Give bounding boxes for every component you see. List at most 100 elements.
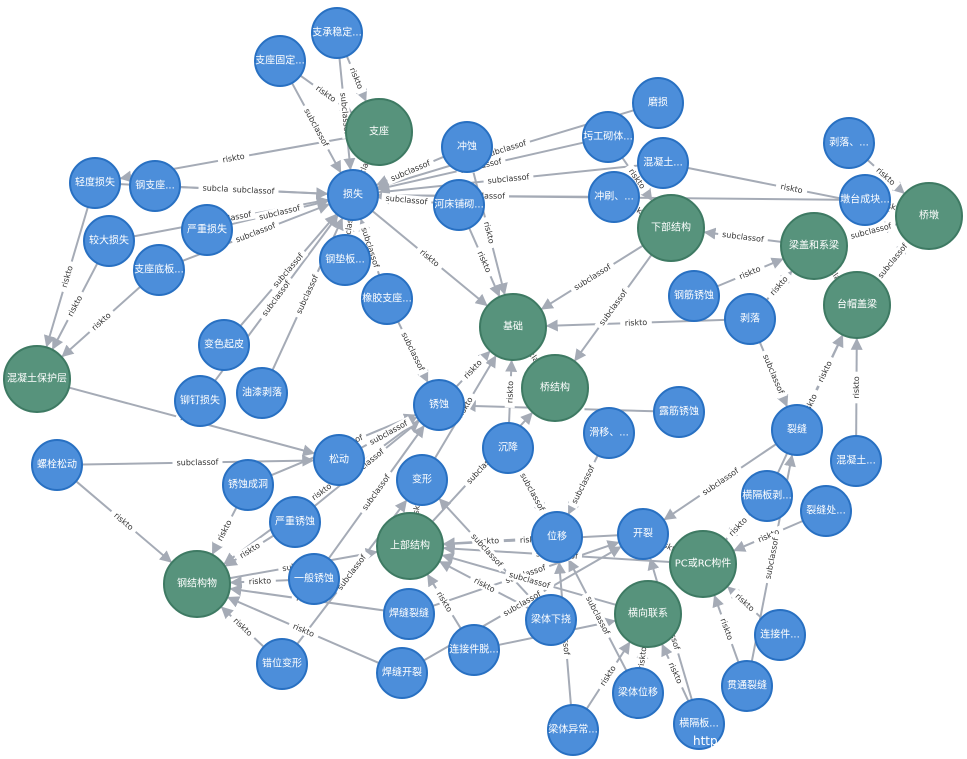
graph-node-n29[interactable]: 铆钉损失	[174, 375, 226, 427]
graph-node-n57[interactable]: 焊缝开裂	[376, 647, 428, 699]
entity-node-circle[interactable]	[780, 212, 848, 280]
graph-node-n59[interactable]: 梁体位移	[612, 667, 664, 719]
graph-node-n36[interactable]: 裂缝	[771, 404, 823, 456]
risk-node-circle[interactable]	[668, 270, 720, 322]
graph-node-n34[interactable]: 滑移、...	[583, 407, 635, 459]
graph-node-n12[interactable]: 河床铺砌...	[433, 179, 485, 231]
risk-node-circle[interactable]	[181, 204, 233, 256]
graph-node-n32[interactable]: 桥结构	[521, 354, 589, 422]
graph-node-n9[interactable]: 轻度损失	[69, 157, 121, 209]
graph-node-n46[interactable]: 开裂	[617, 508, 669, 560]
risk-node-circle[interactable]	[269, 496, 321, 548]
graph-node-n11[interactable]: 损失	[327, 169, 379, 221]
entity-node-circle[interactable]	[3, 345, 71, 413]
graph-node-n60[interactable]: 梁体异常...	[547, 704, 599, 756]
risk-node-circle[interactable]	[69, 157, 121, 209]
graph-node-n30[interactable]: 油漆剥落	[236, 367, 288, 419]
risk-node-circle[interactable]	[319, 234, 371, 286]
graph-node-n50[interactable]: 一般锈蚀	[288, 553, 340, 605]
risk-node-circle[interactable]	[376, 647, 428, 699]
graph-node-n40[interactable]: 锈蚀成洞	[222, 459, 274, 511]
graph-node-n52[interactable]: 梁体下挠	[525, 594, 577, 646]
graph-node-n24[interactable]: 台帽盖梁	[823, 271, 891, 339]
risk-node-circle[interactable]	[721, 660, 773, 712]
risk-node-circle[interactable]	[617, 508, 669, 560]
graph-node-n61[interactable]: 横隔板...	[673, 698, 725, 750]
graph-node-n37[interactable]: 混凝土...	[830, 435, 882, 487]
risk-node-circle[interactable]	[724, 293, 776, 345]
entity-node-circle[interactable]	[637, 194, 705, 262]
graph-node-n47[interactable]: 上部结构	[376, 512, 444, 580]
risk-node-circle[interactable]	[198, 319, 250, 371]
graph-node-n38[interactable]: 螺栓松动	[31, 439, 83, 491]
risk-node-circle[interactable]	[839, 174, 891, 226]
risk-node-circle[interactable]	[632, 77, 684, 129]
risk-node-circle[interactable]	[525, 594, 577, 646]
risk-node-circle[interactable]	[830, 435, 882, 487]
risk-node-circle[interactable]	[313, 434, 365, 486]
risk-node-circle[interactable]	[448, 624, 500, 676]
graph-node-n51[interactable]: 焊缝裂缝	[383, 588, 435, 640]
graph-node-n44[interactable]: 严重锈蚀	[269, 496, 321, 548]
risk-node-circle[interactable]	[396, 454, 448, 506]
risk-node-circle[interactable]	[288, 553, 340, 605]
entity-node-circle[interactable]	[823, 271, 891, 339]
risk-node-circle[interactable]	[413, 379, 465, 431]
entity-node-circle[interactable]	[376, 512, 444, 580]
entity-node-circle[interactable]	[163, 550, 231, 618]
graph-node-n45[interactable]: 位移	[531, 511, 583, 563]
graph-node-n33[interactable]: 露筋锈蚀	[653, 386, 705, 438]
entity-node-circle[interactable]	[345, 98, 413, 166]
risk-node-circle[interactable]	[588, 171, 640, 223]
risk-node-circle[interactable]	[361, 273, 413, 325]
graph-node-n10[interactable]: 钢支座...	[129, 160, 181, 212]
risk-node-circle[interactable]	[582, 111, 634, 163]
risk-node-circle[interactable]	[823, 117, 875, 169]
risk-node-circle[interactable]	[741, 470, 793, 522]
graph-node-n6[interactable]: 圬工砌体...	[582, 111, 634, 163]
graph-node-n28[interactable]: 混凝土保护层	[3, 345, 71, 413]
graph-node-n17[interactable]: 严重损失	[181, 204, 233, 256]
entity-node-circle[interactable]	[614, 580, 682, 648]
graph-node-n26[interactable]: 剥落	[724, 293, 776, 345]
graph-node-n54[interactable]: 连接件...	[754, 609, 806, 661]
risk-node-circle[interactable]	[256, 638, 308, 690]
risk-node-circle[interactable]	[129, 160, 181, 212]
risk-node-circle[interactable]	[547, 704, 599, 756]
graph-node-n58[interactable]: 贯通裂缝	[721, 660, 773, 712]
graph-node-n13[interactable]: 冲刷、...	[588, 171, 640, 223]
graph-node-n15[interactable]: 桥墩	[895, 182, 963, 250]
risk-node-circle[interactable]	[311, 7, 363, 59]
graph-node-n31[interactable]: 锈蚀	[413, 379, 465, 431]
risk-node-circle[interactable]	[800, 485, 852, 537]
risk-node-circle[interactable]	[83, 215, 135, 267]
entity-node-circle[interactable]	[521, 354, 589, 422]
graph-node-n53[interactable]: 横向联系	[614, 580, 682, 648]
graph-node-n22[interactable]: 橡胶支座...	[361, 273, 413, 325]
graph-node-n55[interactable]: 连接件脱...	[448, 624, 500, 676]
graph-node-n19[interactable]: 钢垫板...	[319, 234, 371, 286]
graph-node-n4[interactable]: 冲蚀	[441, 121, 493, 173]
risk-node-circle[interactable]	[222, 459, 274, 511]
graph-node-n14[interactable]: 墩台成块...	[839, 174, 891, 226]
entity-node-circle[interactable]	[479, 293, 547, 361]
entity-node-circle[interactable]	[895, 182, 963, 250]
graph-node-n25[interactable]: 基础	[479, 293, 547, 361]
entity-node-circle[interactable]	[669, 530, 737, 598]
graph-node-n18[interactable]: 支座底板...	[133, 244, 185, 296]
risk-node-circle[interactable]	[433, 179, 485, 231]
risk-node-circle[interactable]	[383, 588, 435, 640]
graph-node-n7[interactable]: 混凝土...	[637, 137, 689, 189]
risk-node-circle[interactable]	[482, 422, 534, 474]
graph-node-n20[interactable]: 下部结构	[637, 194, 705, 262]
graph-node-n16[interactable]: 较大损失	[83, 215, 135, 267]
graph-node-n1[interactable]: 支承稳定...	[311, 7, 363, 59]
risk-node-circle[interactable]	[133, 244, 185, 296]
graph-node-n42[interactable]: 横隔板剥...	[741, 470, 793, 522]
risk-node-circle[interactable]	[637, 137, 689, 189]
graph-node-n43[interactable]: 裂缝处...	[800, 485, 852, 537]
graph-node-n48[interactable]: PC或RC构件	[669, 530, 737, 598]
graph-node-n5[interactable]: 磨损	[632, 77, 684, 129]
graph-node-n49[interactable]: 钢结构物	[163, 550, 231, 618]
